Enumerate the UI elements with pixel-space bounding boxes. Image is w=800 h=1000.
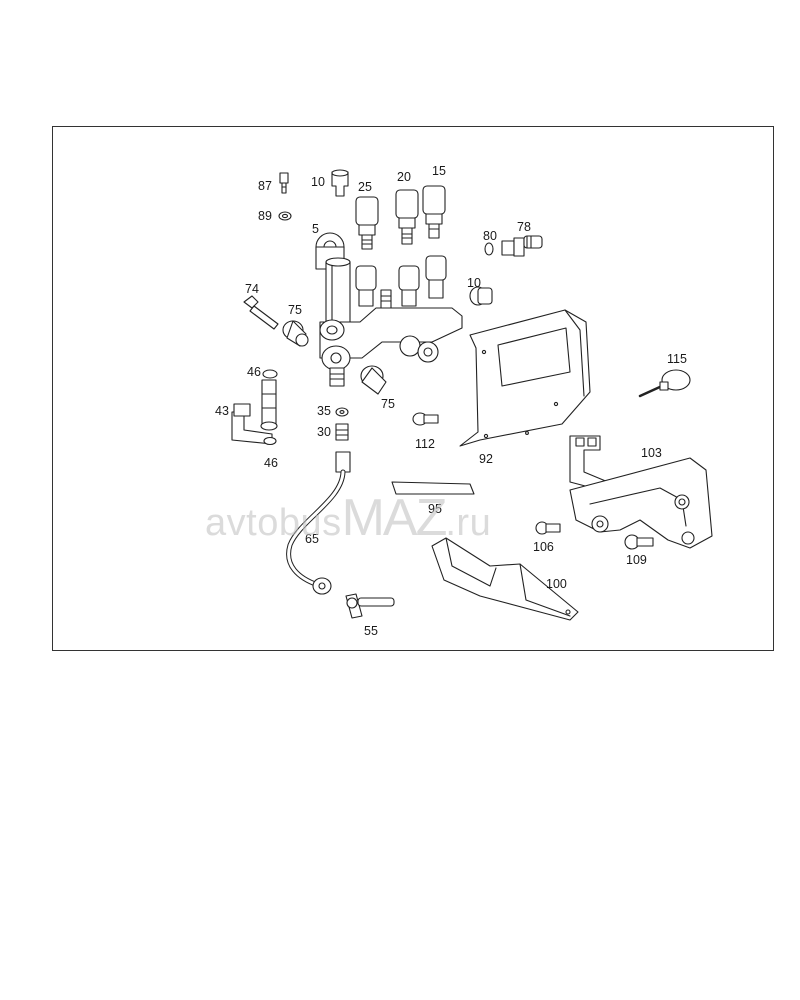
part-10-cap-top: [331, 169, 349, 197]
label-part-75-left: 75: [288, 303, 302, 317]
watermark-suffix: .ru: [445, 502, 492, 544]
label-part-92: 92: [479, 452, 493, 466]
label-part-95: 95: [428, 502, 442, 516]
watermark: avtobusMAZ.ru: [205, 488, 491, 548]
label-part-55: 55: [364, 624, 378, 638]
manifold-block: [315, 232, 463, 387]
part-10-plug: [469, 286, 493, 306]
label-part-10-top: 10: [311, 175, 325, 189]
part-46-ring-top: [262, 369, 278, 379]
label-part-112: 112: [415, 437, 435, 451]
label-part-35: 35: [317, 404, 331, 418]
part-15-sensor: [422, 185, 446, 239]
label-part-80: 80: [483, 229, 497, 243]
part-75-bushing-lower: [360, 365, 387, 395]
part-100-bracket: [431, 537, 579, 621]
label-part-5: 5: [312, 222, 319, 236]
label-part-20: 20: [397, 170, 411, 184]
part-75-bushing-left: [282, 320, 309, 347]
part-43-bracket: [231, 379, 278, 445]
label-part-25: 25: [358, 180, 372, 194]
part-35-washer: [335, 407, 349, 417]
label-part-78: 78: [517, 220, 531, 234]
label-part-89: 89: [258, 209, 272, 223]
label-part-65: 65: [305, 532, 319, 546]
watermark-prefix: avtobus: [205, 502, 342, 544]
part-30-nipple: [335, 423, 349, 441]
part-103-bracket: [569, 435, 713, 549]
part-25-sensor: [355, 196, 379, 250]
label-part-100: 100: [546, 577, 567, 591]
part-20-sensor: [395, 189, 419, 245]
part-55-bracket: [345, 593, 395, 619]
label-part-74: 74: [245, 282, 259, 296]
part-92-shield: [459, 309, 591, 447]
part-74-bolt: [243, 295, 279, 330]
part-65-pipe: [286, 451, 351, 595]
label-part-15: 15: [432, 164, 446, 178]
label-part-87: 87: [258, 179, 272, 193]
part-80-seal: [484, 242, 494, 256]
part-115-cable-tie: [638, 369, 691, 398]
part-109-bolt: [624, 534, 654, 550]
part-78-fitting: [501, 235, 543, 257]
part-95-plate: [391, 481, 475, 495]
label-part-43: 43: [215, 404, 229, 418]
watermark-brand: MAZ: [341, 489, 448, 547]
label-part-75-lower: 75: [381, 397, 395, 411]
part-89-washer: [278, 211, 292, 221]
diagram-frame: [52, 126, 774, 651]
part-106-bolt: [535, 521, 561, 535]
label-part-46-top: 46: [247, 365, 261, 379]
label-part-115: 115: [667, 352, 687, 366]
label-part-106: 106: [533, 540, 554, 554]
label-part-46-bottom: 46: [264, 456, 278, 470]
part-112-bolt: [412, 412, 439, 426]
label-part-30: 30: [317, 425, 331, 439]
label-part-109: 109: [626, 553, 647, 567]
part-46-ring-bottom: [263, 436, 277, 446]
label-part-10-right: 10: [467, 276, 481, 290]
part-87-valve: [279, 172, 289, 194]
label-part-103: 103: [641, 446, 662, 460]
